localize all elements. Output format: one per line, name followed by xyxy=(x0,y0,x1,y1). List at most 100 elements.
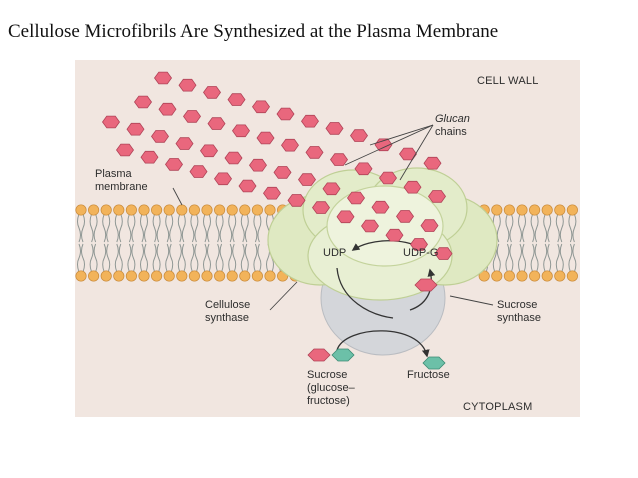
cellulose-synthase-complex xyxy=(267,167,498,301)
lipid-tail xyxy=(555,213,564,243)
glucose-hexagon xyxy=(336,210,355,224)
lipid-head xyxy=(138,204,150,216)
lipid-tail xyxy=(177,243,186,273)
lipid-tail xyxy=(518,243,526,273)
sucrose-molecule xyxy=(307,348,355,362)
lipid-head xyxy=(503,204,515,216)
glucan-chains-label-line1: Glucan xyxy=(435,113,470,125)
lipid-head xyxy=(529,270,541,282)
lipid-head xyxy=(226,204,238,216)
glucose-hexagon xyxy=(350,129,368,142)
diagram-canvas: CELL WALL Glucan chains Plasma membrane … xyxy=(75,71,578,413)
lipid-tail xyxy=(165,213,174,243)
glucose-hexagon xyxy=(256,131,275,145)
glucose-hexagon xyxy=(183,110,201,123)
lipid-head xyxy=(503,270,515,282)
glucose-hexagon xyxy=(276,107,295,121)
glucose-hexagon xyxy=(434,247,453,260)
glucose-hexagon xyxy=(281,138,299,152)
glucose-hexagon xyxy=(154,71,172,85)
lipid-head xyxy=(201,270,213,282)
lipid-tail xyxy=(518,213,526,243)
lipid-tail xyxy=(165,243,174,273)
glucose-hexagon xyxy=(330,153,348,166)
glucose-hexagon xyxy=(116,143,134,157)
glucose-hexagon xyxy=(428,190,446,203)
lipid-tail xyxy=(228,243,237,273)
sucrose-synthase-label-line2: synthase xyxy=(497,312,541,324)
lipid-tail xyxy=(190,243,199,273)
lipid-head xyxy=(201,204,213,216)
leader-lines xyxy=(172,124,494,311)
glucose-hexagon xyxy=(214,172,232,186)
glucose-hexagon xyxy=(227,93,246,106)
glucose-hexagon xyxy=(347,191,365,205)
glucose-hexagon xyxy=(126,122,145,136)
sucrose-label-line3: fructose) xyxy=(307,395,350,407)
lipid-head xyxy=(188,270,200,282)
udp-label: UDP xyxy=(323,247,346,259)
lipid-head xyxy=(214,204,226,216)
cytoplasm-label: CYTOPLASM xyxy=(463,401,532,413)
lipid-tail xyxy=(253,243,262,273)
lipid-tail xyxy=(127,213,136,243)
sucrose-synthase-label-line1: Sucrose xyxy=(497,299,537,311)
plasma-membrane-label-line1: Plasma xyxy=(95,168,133,180)
lipid-head xyxy=(566,204,578,216)
lipid-tail xyxy=(555,243,564,273)
udp-cycle-arrows xyxy=(336,240,436,358)
lipid-head xyxy=(554,204,566,216)
lipid-tail xyxy=(240,243,249,273)
glucose-hexagon xyxy=(410,238,428,251)
lipid-head xyxy=(516,204,528,216)
lipid-head xyxy=(100,270,112,282)
glucose-hexagon xyxy=(238,179,257,193)
glucose-hexagon xyxy=(203,86,221,99)
lipid-tail xyxy=(114,243,123,273)
glucose-hexagon xyxy=(361,219,379,233)
lipid-head xyxy=(75,204,87,216)
glucose-hexagon xyxy=(263,186,281,200)
lipid-tail xyxy=(203,243,211,273)
lipid-head xyxy=(516,270,528,282)
glucose-hexagon xyxy=(322,182,341,196)
lipid-head xyxy=(541,270,553,282)
glucose-hexagon xyxy=(399,147,417,161)
lipid-head xyxy=(100,204,112,216)
lipid-tail xyxy=(102,243,111,273)
lipid-head xyxy=(214,270,226,282)
lipid-tail xyxy=(89,213,98,243)
glucose-hexagon xyxy=(175,137,194,150)
glucose-hexagon xyxy=(312,201,330,214)
lipid-tail xyxy=(543,243,552,273)
lipid-tail xyxy=(127,243,136,273)
lipid-head xyxy=(226,270,238,282)
lipid-tail xyxy=(77,213,85,243)
cellulose-synthesis-diagram: CELL WALL Glucan chains Plasma membrane … xyxy=(75,60,580,417)
lipid-head xyxy=(176,270,188,282)
sucrose-label-line2: (glucose– xyxy=(307,382,356,394)
glucose-hexagon xyxy=(403,180,422,194)
lipid-head xyxy=(138,270,150,282)
glucose-hexagon xyxy=(420,219,439,232)
lipid-head xyxy=(151,270,163,282)
glucose-hexagon xyxy=(325,122,344,135)
glucose-hexagon xyxy=(189,165,208,178)
glucose-hexagon xyxy=(140,150,159,164)
lipid-tail xyxy=(203,213,211,243)
lipid-tail xyxy=(240,213,249,243)
lipid-tail xyxy=(114,213,123,243)
cellulose-synthase-label-line1: Cellulose xyxy=(205,299,250,311)
lipid-head xyxy=(239,270,251,282)
lipid-head xyxy=(239,204,251,216)
lipid-head xyxy=(113,204,125,216)
fructose-label: Fructose xyxy=(407,369,450,381)
lipid-tail xyxy=(190,213,199,243)
lipid-head xyxy=(491,270,503,282)
lipid-head xyxy=(566,270,578,282)
glucose-hexagon xyxy=(165,158,183,171)
lipid-head xyxy=(478,270,490,282)
plasma-membrane-label-line2: membrane xyxy=(95,181,148,193)
glucose-hexagon xyxy=(224,151,243,165)
lipid-head xyxy=(113,270,125,282)
